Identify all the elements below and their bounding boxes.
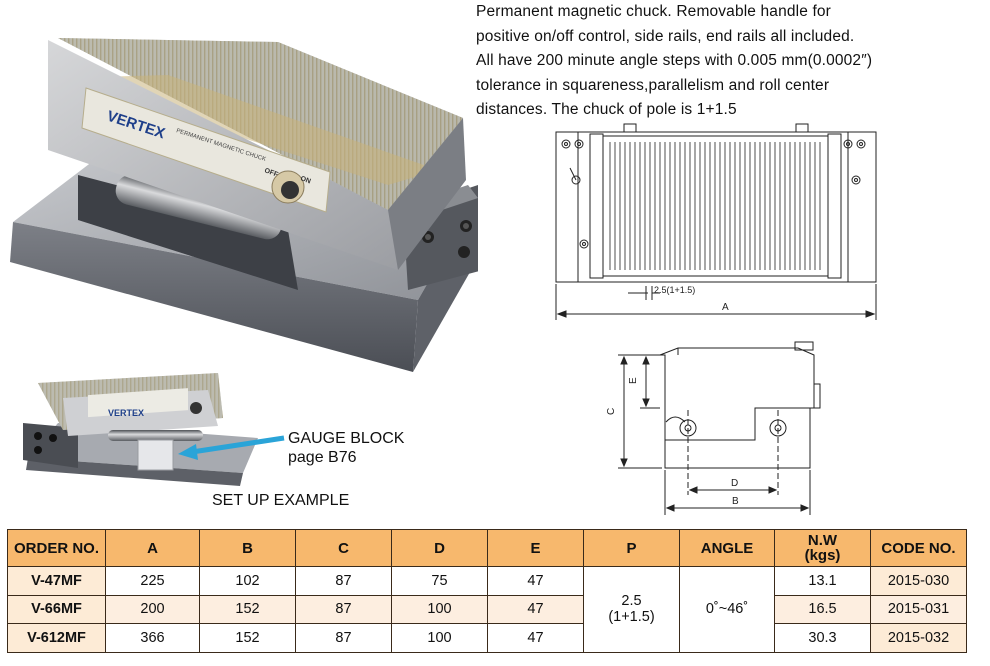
table-header-row: ORDER NO. A B C D E P ANGLE N.W (kgs) CO… xyxy=(7,529,967,567)
p-detail: (1+1.5) xyxy=(608,609,655,626)
nw-cell: 30.3 xyxy=(774,623,871,653)
d-cell: 75 xyxy=(391,566,488,596)
svg-text:VERTEX: VERTEX xyxy=(108,408,144,418)
header-p: P xyxy=(583,529,680,567)
description-line: tolerance in squareness,parallelism and … xyxy=(476,76,830,94)
e-cell: 47 xyxy=(487,594,584,624)
top-view-drawing: 2.5(1+1.5) A xyxy=(555,123,877,320)
description-line: distances. The chuck of pole is 1+1.5 xyxy=(476,101,737,118)
pole-dimension-label: 2.5(1+1.5) xyxy=(654,285,695,295)
angle-cell: 0˚~46˚ xyxy=(679,566,775,653)
e-cell: 47 xyxy=(487,623,584,653)
code-no-cell: 2015-030 xyxy=(870,566,967,596)
header-order-no: ORDER NO. xyxy=(7,529,106,567)
gauge-block-arrow xyxy=(178,435,285,460)
gauge-block-label: GAUGE BLOCK xyxy=(288,430,405,447)
dimension-c-label: C xyxy=(606,408,617,415)
header-angle: ANGLE xyxy=(679,529,775,567)
b-cell: 152 xyxy=(199,594,296,624)
dimension-b-label: B xyxy=(732,496,739,507)
gauge-block-page: page B76 xyxy=(288,449,357,466)
a-cell: 366 xyxy=(105,623,200,653)
header-e: E xyxy=(487,529,584,567)
p-value: 2.5 xyxy=(621,593,642,610)
header-b: B xyxy=(199,529,296,567)
product-photo-magnetic-chuck: VERTEX PERMANENT MAGNETIC CHUCK OFF ON xyxy=(10,38,478,372)
product-description: Permanent magnetic chuck. Removable hand… xyxy=(476,0,981,123)
c-cell: 87 xyxy=(295,594,392,624)
side-view-drawing: E C D B xyxy=(606,341,821,515)
switch-off-label: OFF xyxy=(263,167,279,179)
b-cell: 102 xyxy=(199,566,296,596)
e-cell: 47 xyxy=(487,566,584,596)
dimension-d-label: D xyxy=(731,478,738,489)
c-cell: 87 xyxy=(295,623,392,653)
order-no-cell: V-66MF xyxy=(7,594,106,624)
d-cell: 100 xyxy=(391,594,488,624)
a-cell: 225 xyxy=(105,566,200,596)
header-code-no: CODE NO. xyxy=(870,529,967,567)
nw-cell: 16.5 xyxy=(774,594,871,624)
b-cell: 152 xyxy=(199,623,296,653)
order-no-cell: V-612MF xyxy=(7,623,106,653)
order-no-cell: V-47MF xyxy=(7,566,106,596)
p-cell: 2.5 (1+1.5) xyxy=(583,566,680,653)
d-cell: 100 xyxy=(391,623,488,653)
setup-example-photo: VERTEX xyxy=(23,373,258,486)
code-no-cell: 2015-032 xyxy=(870,623,967,653)
description-line: All have 200 minute angle steps with 0.0… xyxy=(476,52,873,69)
description-line: Permanent magnetic chuck. Removable hand… xyxy=(476,3,831,20)
nw-cell: 13.1 xyxy=(774,566,871,596)
a-cell: 200 xyxy=(105,594,200,624)
dimension-a-label: A xyxy=(722,302,729,313)
header-nw: N.W (kgs) xyxy=(774,529,871,567)
header-d: D xyxy=(391,529,488,567)
table-row: V-66MF 200 152 87 100 47 16.5 2015-031 xyxy=(7,594,967,624)
header-a: A xyxy=(105,529,200,567)
dimension-e-label: E xyxy=(628,377,639,384)
table-row: V-47MF 225 102 87 75 47 2.5 (1+1.5) 0˚~4… xyxy=(7,566,967,653)
setup-example-caption: SET UP EXAMPLE xyxy=(212,492,350,509)
code-no-cell: 2015-031 xyxy=(870,594,967,624)
specification-table: ORDER NO. A B C D E P ANGLE N.W (kgs) CO… xyxy=(7,529,967,653)
switch-on-label: ON xyxy=(299,175,311,185)
description-line: positive on/off control, side rails, end… xyxy=(476,27,855,45)
c-cell: 87 xyxy=(295,566,392,596)
table-row: V-612MF 366 152 87 100 47 30.3 2015-032 xyxy=(7,623,967,653)
header-c: C xyxy=(295,529,392,567)
